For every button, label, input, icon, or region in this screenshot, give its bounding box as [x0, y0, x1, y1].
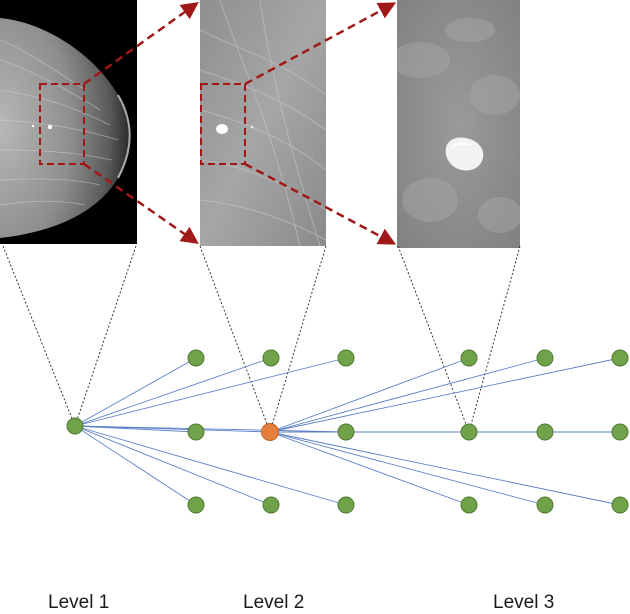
node-level-1-root — [66, 417, 84, 435]
node-level-3 — [460, 349, 478, 367]
mammogram-level-1 — [0, 0, 137, 244]
mammogram-level-3 — [397, 0, 520, 248]
node-level-2 — [337, 496, 355, 514]
node-level-2 — [262, 496, 280, 514]
node-level-3 — [611, 423, 629, 441]
zoom-arrow-2-bottom — [244, 162, 397, 245]
node-level-3 — [460, 423, 478, 441]
node-level-2 — [187, 423, 205, 441]
projection-lines — [2, 245, 521, 433]
node-level-3 — [536, 496, 554, 514]
zoom-arrow-2-top — [244, 2, 397, 86]
node-level-3 — [536, 349, 554, 367]
node-level-2 — [262, 349, 280, 367]
level-2-label: Level 2 — [243, 592, 305, 613]
node-level-3 — [611, 349, 629, 367]
level-1-label: Level 1 — [48, 592, 110, 613]
node-level-2 — [187, 349, 205, 367]
zoom-box-level-1 — [39, 83, 85, 165]
tree-edges — [74, 357, 621, 506]
node-level-2-selected — [261, 423, 279, 441]
zoom-box-level-2 — [200, 83, 246, 165]
node-level-3 — [611, 496, 629, 514]
mammogram-level-2 — [200, 0, 326, 246]
node-level-2 — [337, 349, 355, 367]
tree-nodes — [66, 349, 629, 514]
node-level-3 — [460, 496, 478, 514]
zoom-arrow-1-top — [83, 1, 199, 86]
level-3-label: Level 3 — [493, 592, 555, 613]
node-level-3 — [536, 423, 554, 441]
zoom-arrows — [83, 1, 397, 245]
zoom-arrow-1-bottom — [83, 162, 199, 245]
node-level-2 — [337, 423, 355, 441]
node-level-2 — [187, 496, 205, 514]
